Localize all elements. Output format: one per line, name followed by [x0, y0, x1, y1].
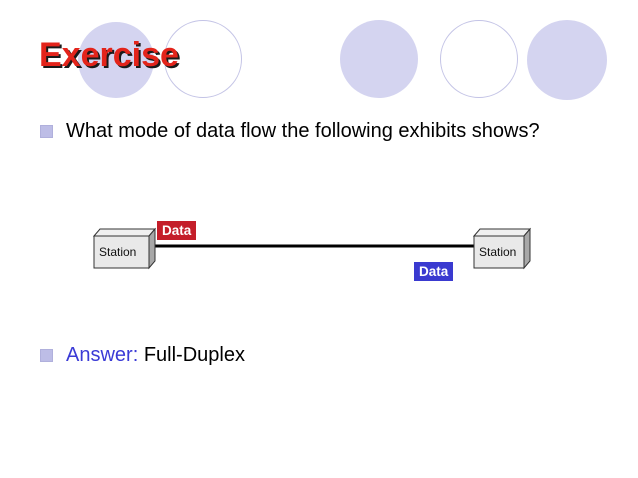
- decor-circle-1: [78, 22, 154, 98]
- question-text: What mode of data flow the following exh…: [66, 120, 540, 142]
- slide-title: Exercise: [39, 36, 179, 74]
- data-tag-top: Data: [157, 221, 197, 240]
- left-station-label: Station: [99, 245, 137, 259]
- decor-ring-2: [440, 20, 518, 98]
- data-tag-bottom: Data: [414, 262, 454, 281]
- bullet-square-icon: [40, 349, 53, 362]
- decor-circle-3: [527, 20, 607, 100]
- right-station-label: Station: [479, 245, 517, 259]
- decor-circle-2: [340, 20, 418, 98]
- answer-bullet: Answer: Full-Duplex: [40, 344, 245, 367]
- question-bullet: What mode of data flow the following exh…: [40, 120, 540, 143]
- bullet-square-icon: [40, 125, 53, 138]
- left-station-box: [92, 227, 157, 270]
- answer-value: Full-Duplex: [143, 344, 245, 366]
- answer-text: Answer: Full-Duplex: [66, 344, 245, 367]
- decor-ring-1: [164, 20, 242, 98]
- answer-label: Answer:: [66, 344, 139, 366]
- right-station-box: [472, 227, 532, 270]
